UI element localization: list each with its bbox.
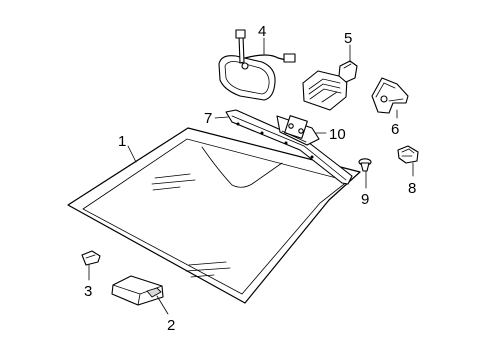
bracket-cover bbox=[371, 77, 409, 114]
sensor-module bbox=[302, 60, 358, 111]
leader-lines bbox=[88, 37, 414, 315]
push-clip bbox=[358, 158, 372, 172]
callout-2: 2 bbox=[167, 317, 175, 334]
leader-7 bbox=[214, 116, 229, 119]
callout-4: 4 bbox=[258, 23, 266, 40]
callouts: 1 2 3 4 5 6 7 8 9 10 bbox=[84, 23, 416, 334]
rearview-mirror bbox=[218, 29, 296, 101]
leader-2 bbox=[156, 295, 169, 315]
callout-10: 10 bbox=[329, 126, 346, 143]
top-moulding-strip bbox=[225, 109, 353, 185]
spacer-block bbox=[81, 250, 101, 266]
callout-3: 3 bbox=[84, 283, 92, 300]
windshield-glass bbox=[67, 127, 361, 304]
callout-8: 8 bbox=[408, 180, 416, 197]
mounting-bracket bbox=[276, 115, 320, 146]
support-block bbox=[111, 275, 164, 306]
callout-6: 6 bbox=[391, 121, 399, 138]
callout-9: 9 bbox=[361, 191, 369, 208]
callout-5: 5 bbox=[344, 30, 352, 47]
retaining-clip bbox=[397, 145, 419, 164]
callout-7: 7 bbox=[204, 110, 212, 127]
callout-1: 1 bbox=[118, 133, 126, 150]
leader-1 bbox=[127, 145, 137, 163]
